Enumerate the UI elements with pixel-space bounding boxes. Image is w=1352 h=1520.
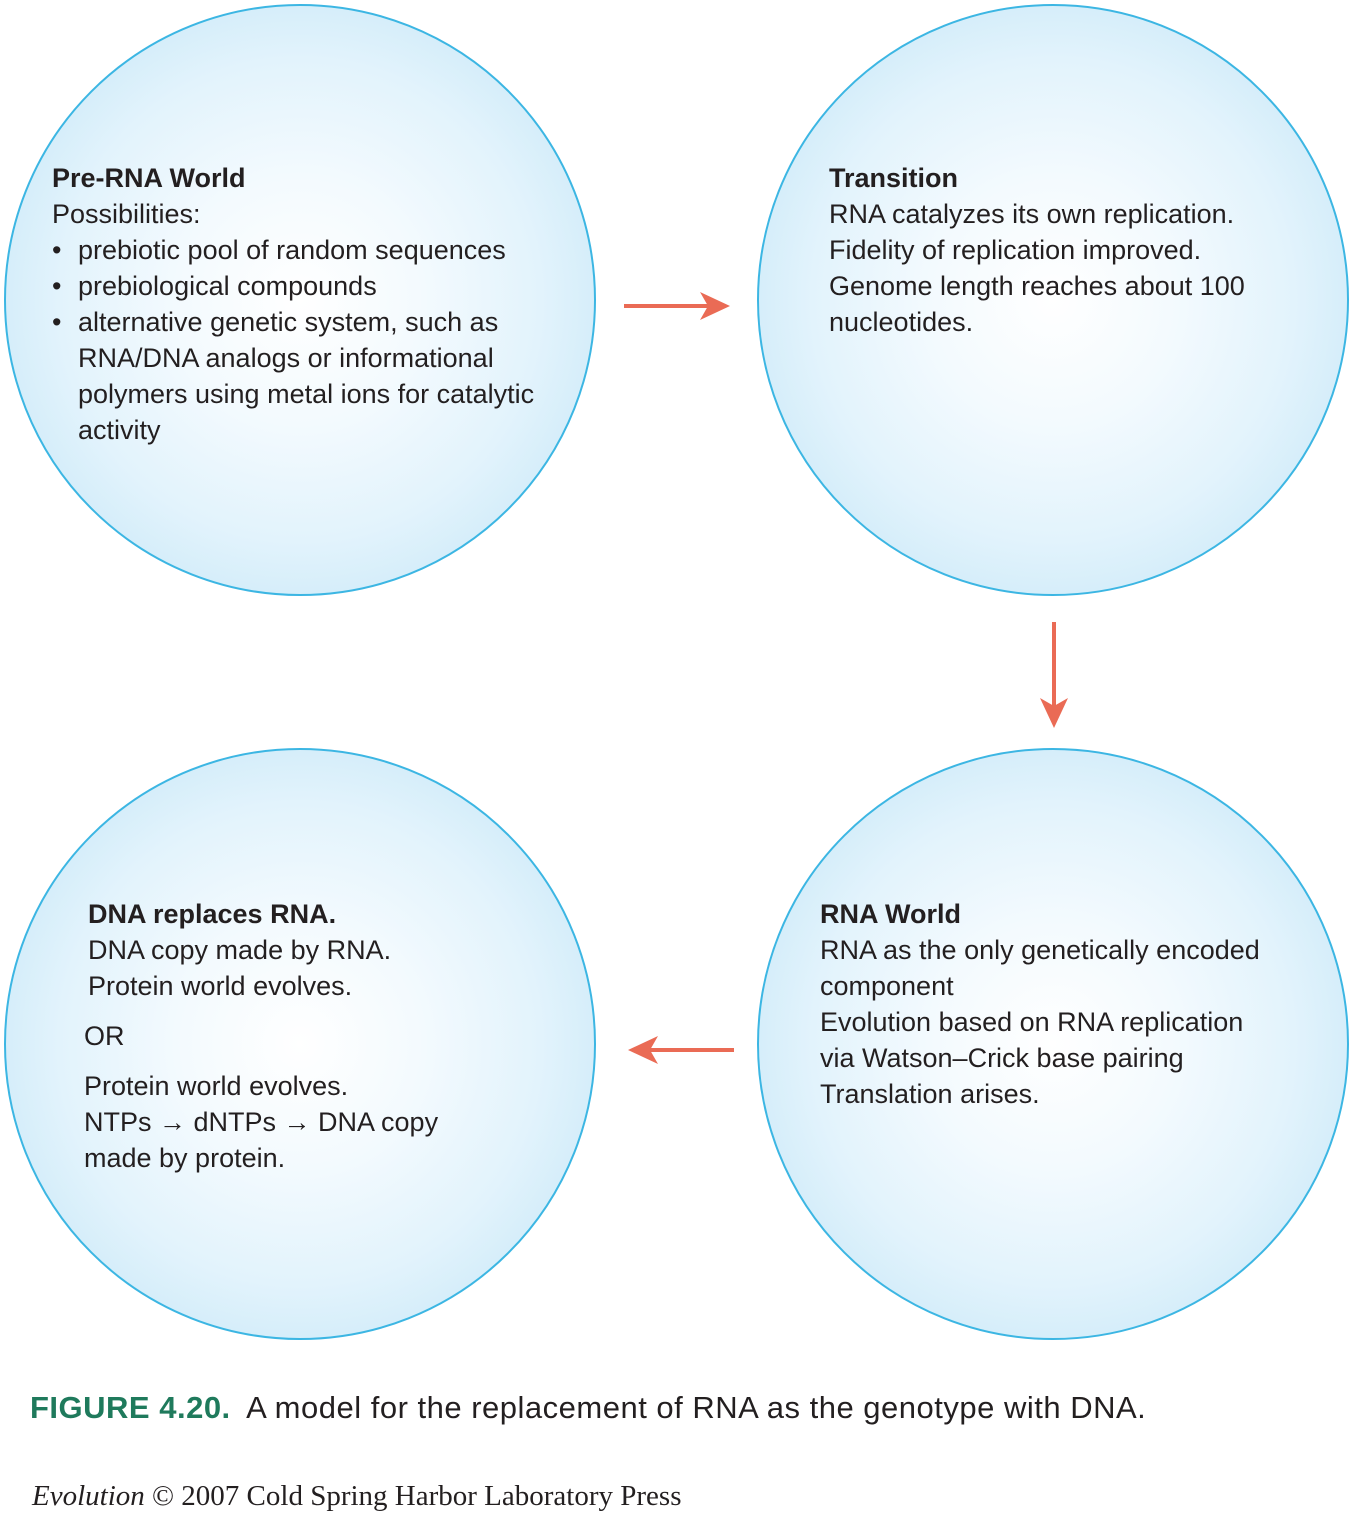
rna-world-line: RNA as the only genetically encoded bbox=[820, 935, 1260, 965]
dna-replaces-line: made by protein. bbox=[84, 1143, 286, 1173]
book-title: Evolution bbox=[32, 1480, 145, 1512]
bullet-text: prebiotic pool of random sequences bbox=[78, 235, 506, 265]
rna-world-line: component bbox=[820, 971, 954, 1001]
bullet-text: prebiological compounds bbox=[78, 271, 377, 301]
pre-rna-world-intro: Possibilities: bbox=[52, 199, 201, 229]
figure-label: FIGURE 4.20. bbox=[30, 1390, 231, 1425]
dna-replaces-line: DNA copy made by RNA. bbox=[88, 935, 392, 965]
transition-line: Fidelity of replication improved. bbox=[829, 235, 1202, 265]
figure-caption: FIGURE 4.20. A model for the replacement… bbox=[30, 1390, 1146, 1426]
dna-replaces-rna-text: DNA replaces RNA. DNA copy made by RNA. … bbox=[84, 896, 438, 1176]
spacer bbox=[84, 1004, 438, 1018]
arrow-right-icon bbox=[624, 292, 730, 320]
rna-world-circle bbox=[757, 748, 1349, 1340]
pre-rna-world-title: Pre-RNA World bbox=[52, 163, 246, 193]
pre-rna-world-text: Pre-RNA World Possibilities: •prebiotic … bbox=[52, 160, 572, 448]
pre-rna-world-bullet: •alternative genetic system, such as RNA… bbox=[52, 307, 535, 445]
dna-replaces-rna-circle bbox=[4, 748, 596, 1340]
rna-world-line: Evolution based on RNA replication bbox=[820, 1007, 1244, 1037]
dna-replaces-line: Protein world evolves. bbox=[84, 1071, 349, 1101]
rna-world-line: Translation arises. bbox=[820, 1079, 1040, 1109]
spacer bbox=[84, 1054, 438, 1068]
rna-world-line: via Watson–Crick base pairing bbox=[820, 1043, 1184, 1073]
pre-rna-world-circle bbox=[4, 4, 596, 596]
caption-text: A model for the replacement of RNA as th… bbox=[246, 1390, 1147, 1425]
arrow-down-icon bbox=[1040, 622, 1068, 728]
rna-world-title: RNA World bbox=[820, 899, 961, 929]
dna-replaces-line: Protein world evolves. bbox=[88, 971, 353, 1001]
copyright-credit: Evolution © 2007 Cold Spring Harbor Labo… bbox=[32, 1480, 681, 1513]
transition-line: RNA catalyzes its own replication. bbox=[829, 199, 1235, 229]
credit-text: © 2007 Cold Spring Harbor Laboratory Pre… bbox=[152, 1480, 682, 1512]
transition-text: Transition RNA catalyzes its own replica… bbox=[829, 160, 1245, 340]
transition-circle bbox=[757, 4, 1349, 596]
pre-rna-world-bullet: •prebiotic pool of random sequences bbox=[52, 235, 506, 265]
transition-title: Transition bbox=[829, 163, 959, 193]
bullet-text: alternative genetic system, such as RNA/… bbox=[78, 307, 535, 445]
dna-replaces-line: NTPs → dNTPs → DNA copy bbox=[84, 1107, 439, 1137]
arrow-left-icon bbox=[628, 1036, 734, 1064]
transition-line: Genome length reaches about 100 bbox=[829, 271, 1245, 301]
transition-line: nucleotides. bbox=[829, 307, 974, 337]
dna-replaces-rna-title: DNA replaces RNA. bbox=[88, 899, 337, 929]
or-label: OR bbox=[84, 1021, 125, 1051]
rna-world-text: RNA World RNA as the only genetically en… bbox=[820, 896, 1260, 1112]
pre-rna-world-bullet: •prebiological compounds bbox=[52, 271, 377, 301]
